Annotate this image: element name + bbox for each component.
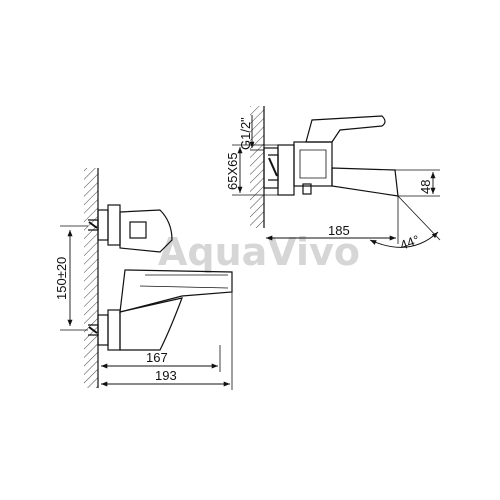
dim-arc-angle xyxy=(369,231,439,248)
wall-hatch-side xyxy=(250,106,264,228)
side-view xyxy=(232,106,441,248)
dim-label-height: 150±20 xyxy=(54,257,69,300)
flange xyxy=(277,144,295,196)
dim-label-193: 193 xyxy=(155,368,177,383)
dim-label-48: 48 xyxy=(418,180,433,194)
upper-connector xyxy=(88,204,121,246)
wall-hatch-front xyxy=(84,168,98,388)
dim-label-185: 185 xyxy=(328,223,350,238)
upper-body xyxy=(119,209,173,253)
dim-label-thread: G1/2" xyxy=(238,117,253,150)
mixer-body xyxy=(119,269,233,313)
lower-body xyxy=(119,297,183,351)
lever-handle xyxy=(305,115,386,143)
dim-label-flange: 65X65 xyxy=(225,152,240,190)
upper-square xyxy=(129,221,147,239)
dim-label-167: 167 xyxy=(146,350,168,365)
spout xyxy=(331,167,399,197)
front-view xyxy=(60,168,233,390)
dim-label-angle: 44° xyxy=(398,232,422,253)
